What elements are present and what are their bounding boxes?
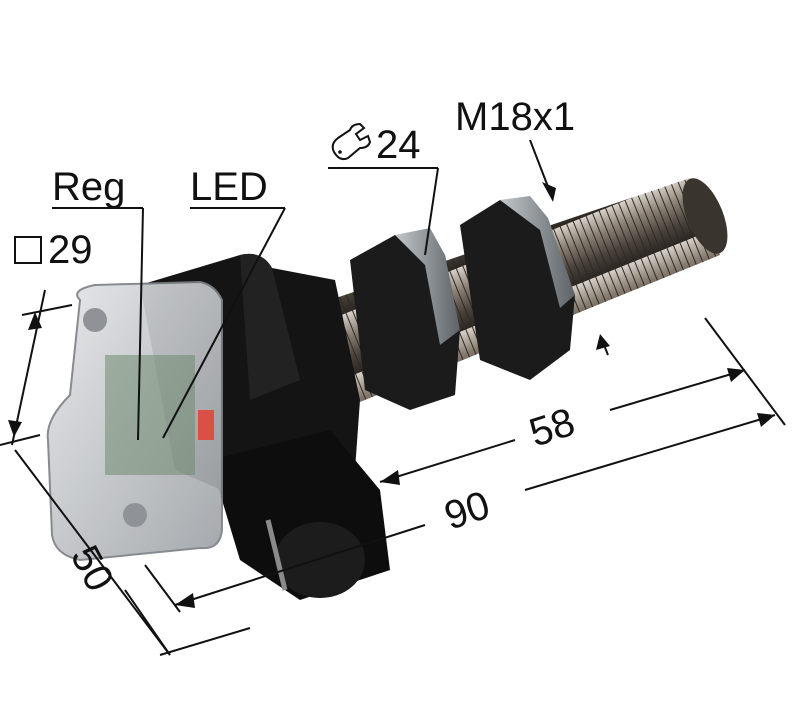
wrench-icon	[331, 122, 372, 161]
square-section-icon	[14, 236, 42, 264]
square-size-label: 29	[48, 228, 93, 272]
led-label: LED	[190, 165, 268, 209]
dim-58-label: 58	[524, 400, 580, 456]
thread-label: M18x1	[455, 95, 575, 139]
led-indicator	[198, 410, 214, 440]
dim-90-label: 90	[439, 483, 495, 539]
transparent-cover	[46, 280, 223, 562]
cable-gland	[210, 430, 390, 600]
pcb-window	[105, 355, 195, 475]
cover-screw-top	[83, 308, 107, 332]
dimension-lines	[0, 139, 786, 656]
wrench-size-label: 24	[376, 123, 421, 167]
hex-nut-rear	[460, 196, 575, 380]
hex-nut-front	[350, 228, 460, 410]
cover-screw-bottom	[123, 503, 147, 527]
reg-label: Reg	[52, 165, 125, 209]
